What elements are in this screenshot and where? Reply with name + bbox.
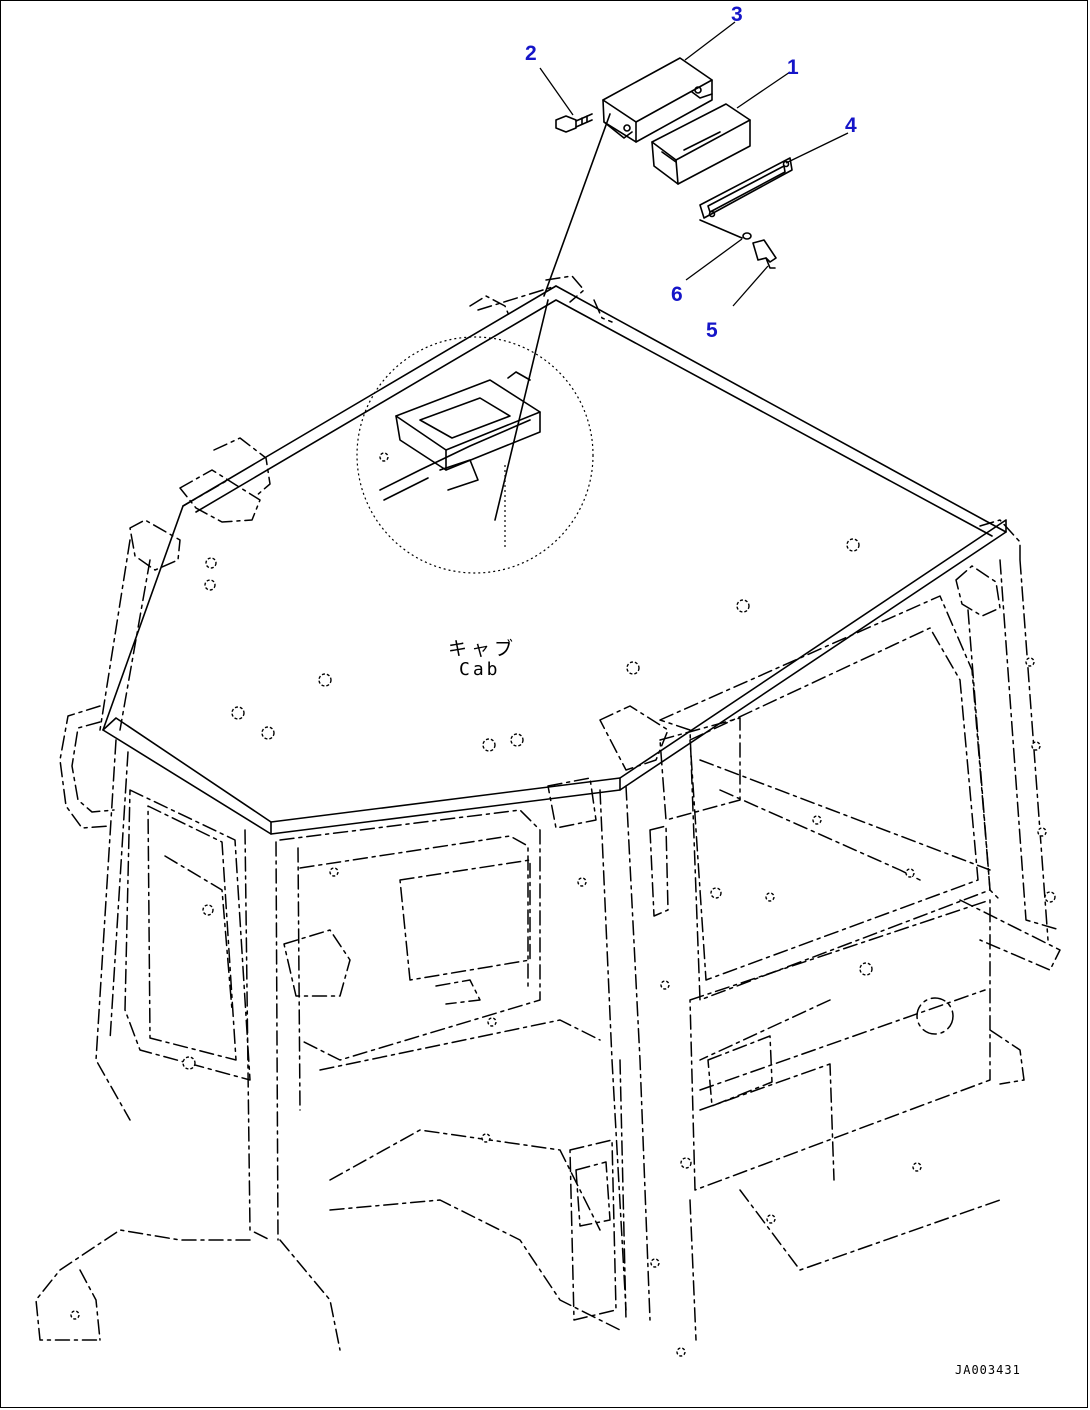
part-6-washer [742,232,752,240]
callout-3: 3 [731,3,743,26]
part-3-bracket [602,57,713,143]
callout-4: 4 [845,114,857,137]
body-bolt-holes [70,657,1056,1357]
drawing-number: JA003431 [955,1363,1021,1377]
callout-leader-lines [539,21,849,307]
cab-label-japanese: キャブ [448,638,518,660]
installation-lines [494,113,743,521]
callout-6: 6 [671,283,683,306]
part-5-screw [752,239,777,269]
cab-label-english: Cab [459,659,501,680]
part-4-lamp-cover [699,157,793,219]
cab-body-frame [35,539,1061,1351]
callout-1: 1 [787,56,799,79]
detail-view-circle [356,336,594,574]
callout-2: 2 [525,42,537,65]
part-1-room-lamp [651,103,751,185]
cab-roof [102,275,1021,835]
part-2-bolt [555,113,593,133]
callout-5: 5 [706,319,718,342]
roof-bolt-holes [204,452,860,752]
